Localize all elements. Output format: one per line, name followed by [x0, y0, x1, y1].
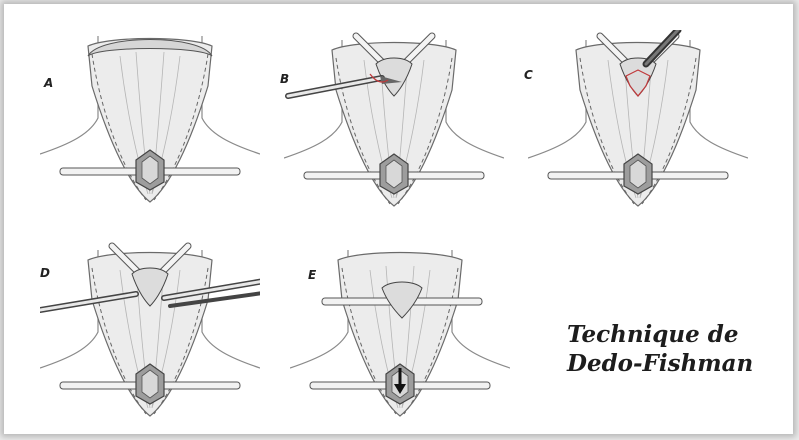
panel-label-d: D	[40, 266, 50, 280]
caption-line-1: Technique de	[567, 320, 787, 349]
panel-c: C	[528, 30, 748, 220]
panel-d-illustration	[40, 240, 260, 430]
panel-b-illustration	[284, 30, 504, 220]
figure-caption: Technique de Dedo-Fishman	[567, 320, 787, 378]
panel-label-a: A	[44, 76, 53, 90]
caption-line-2: Dedo-Fishman	[567, 349, 787, 378]
panel-d: D	[40, 240, 260, 430]
panel-e-illustration	[290, 240, 510, 430]
panel-label-b: B	[280, 72, 289, 86]
panel-label-c: C	[524, 68, 533, 82]
panel-e: E	[290, 240, 510, 430]
panel-c-illustration	[528, 30, 748, 220]
panel-b: B	[284, 30, 504, 220]
figure-frame: A B C	[4, 4, 793, 434]
panel-a-illustration	[40, 26, 260, 216]
panel-a: A	[40, 26, 260, 216]
panel-label-e: E	[308, 268, 316, 282]
